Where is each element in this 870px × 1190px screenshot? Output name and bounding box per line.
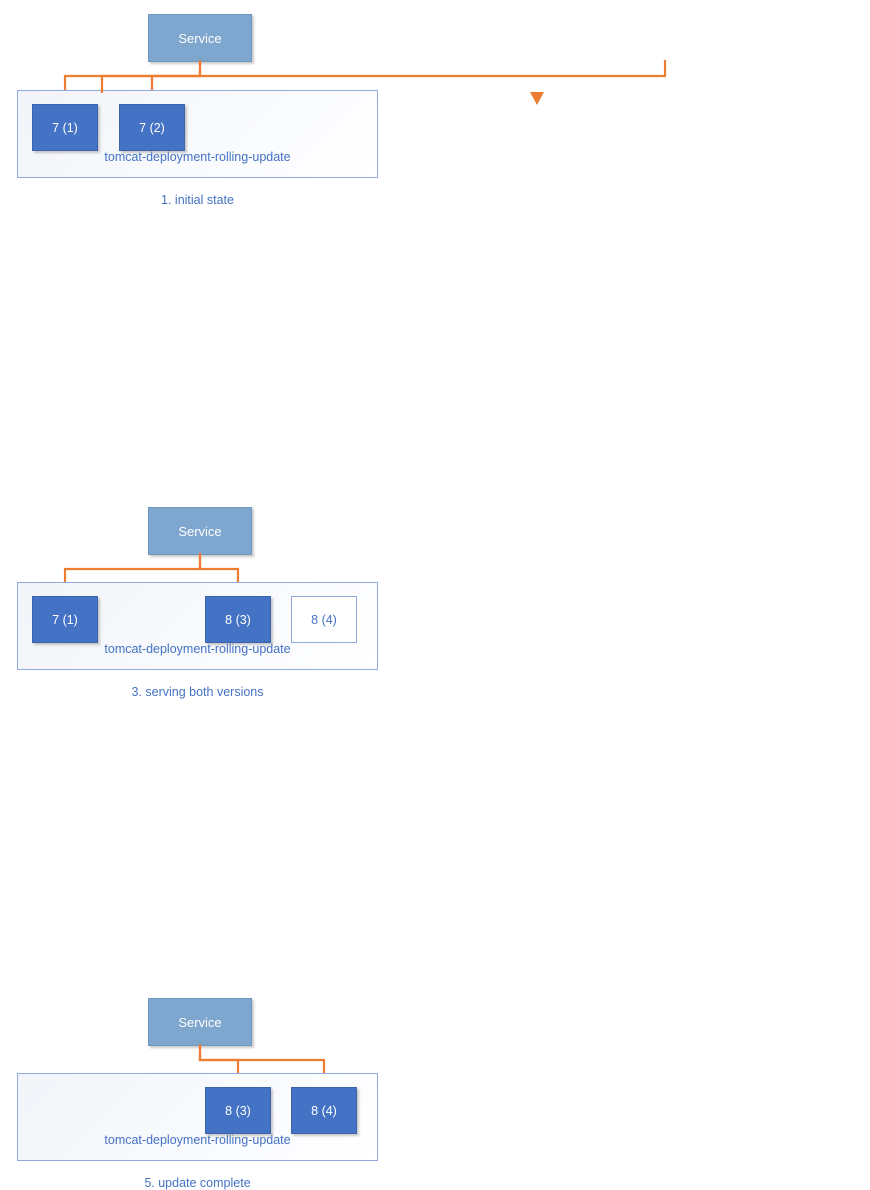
pod-box[interactable]: 8 (3) xyxy=(205,596,271,643)
panel-caption: 3. serving both versions xyxy=(131,685,264,699)
panel-caption: 5. update complete xyxy=(144,1176,251,1190)
deployment-label: tomcat-deployment-rolling-update xyxy=(104,642,291,656)
service-box-panel-1[interactable]: Service xyxy=(148,14,252,62)
service-label: Service xyxy=(178,523,222,539)
panel-update-complete: Service tomcat-deployment-rolling-update… xyxy=(0,490,435,1190)
pod-box[interactable]: 7 (1) xyxy=(32,596,98,643)
pod-box[interactable]: 7 (2) xyxy=(119,104,185,151)
connector-panel-2 xyxy=(100,60,667,105)
pod-label: 7 (1) xyxy=(52,612,78,627)
pod-label: 8 (3) xyxy=(225,612,251,627)
service-box-panel-5[interactable]: Service xyxy=(148,998,252,1046)
service-label: Service xyxy=(178,30,222,46)
pod-box[interactable]: 8 (4) xyxy=(291,596,357,643)
panel-caption: 1. initial state xyxy=(161,193,234,207)
panel-turn-off-old-pods: Service tomcat-deployment-rolling-update… xyxy=(100,0,870,245)
pod-box[interactable]: 8 (3) xyxy=(205,1087,271,1134)
pod-label: 7 (2) xyxy=(139,120,165,135)
panel-further-update: Service tomcat-deployment-rolling-update… xyxy=(435,245,870,490)
pod-box[interactable]: 8 (4) xyxy=(291,1087,357,1134)
pod-label: 8 (3) xyxy=(225,1103,251,1118)
pod-label: 8 (4) xyxy=(311,1103,337,1118)
panel-initial-state: Service tomcat-deployment-rolling-update… xyxy=(0,0,435,245)
service-label: Service xyxy=(178,1014,222,1030)
panel-serving-both-versions: Service tomcat-deployment-rolling-update… xyxy=(0,245,435,699)
pod-label: 8 (4) xyxy=(311,612,337,627)
deployment-label: tomcat-deployment-rolling-update xyxy=(104,150,291,164)
pod-box[interactable]: 7 (1) xyxy=(32,104,98,151)
pod-label: 7 (1) xyxy=(52,120,78,135)
deployment-label: tomcat-deployment-rolling-update xyxy=(104,1133,291,1147)
